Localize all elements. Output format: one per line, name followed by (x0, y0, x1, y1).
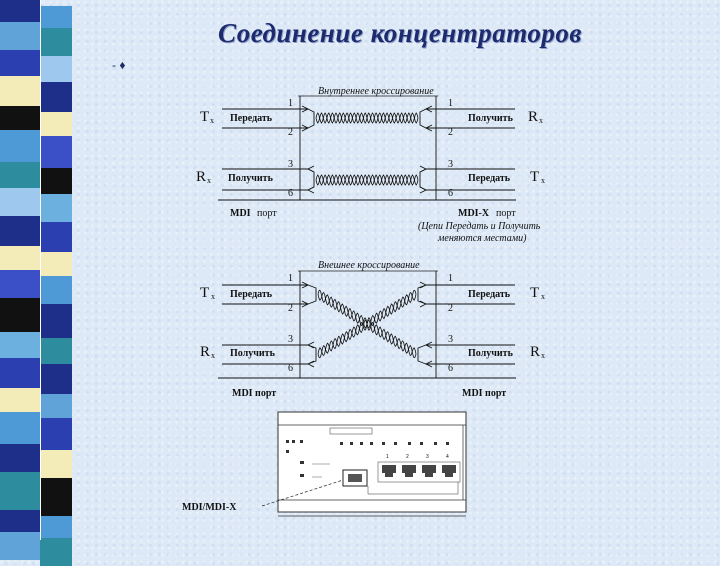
bottom-right-pin-1: 1 (448, 273, 453, 284)
top-left-tx-sub: x (210, 116, 214, 125)
bullet-marker: - ♦ (112, 58, 126, 72)
port-number-1: 1 (386, 454, 389, 460)
top-left-rx-label: Получить (228, 173, 274, 184)
bottom-right-pin-6: 6 (448, 363, 453, 374)
bottom-right-tx-sub: x (541, 292, 545, 301)
rj45-ports (377, 461, 461, 483)
top-left-pin-3: 3 (288, 159, 293, 170)
bottom-left-tx-symbol: T (200, 285, 209, 301)
top-right-tx-symbol: T (530, 169, 539, 185)
port-number-4: 4 (446, 454, 449, 460)
internal-crossover-diagram: Внутреннее кроссирование T x Передать R … (196, 86, 545, 244)
top-caption: Внутреннее кроссирование (318, 86, 434, 97)
bottom-right-port: MDI порт (462, 388, 506, 399)
top-right-tx-sub: x (541, 176, 545, 185)
top-right-port-bold: MDI-X (458, 208, 490, 219)
top-right-pin-3: 3 (448, 159, 453, 170)
bottom-right-tx-label: Передать (468, 289, 511, 300)
top-left-rx-symbol: R (196, 169, 206, 185)
bottom-left-port: MDI порт (232, 388, 276, 399)
bottom-right-rx-symbol: R (530, 344, 540, 360)
bottom-left-tx-sub: x (211, 292, 215, 301)
top-note-line2: меняются местами) (437, 233, 527, 244)
top-right-pin-2: 2 (448, 127, 453, 138)
bottom-left-rx-label: Получить (230, 348, 276, 359)
top-twisted-pairs (315, 112, 419, 186)
top-right-tx-label: Передать (468, 173, 511, 184)
external-crossover-diagram: Внешнее кроссирование T x Передать R x П… (200, 260, 545, 399)
bottom-right-rx-sub: x (541, 351, 545, 360)
bottom-left-rx-sub: x (211, 351, 215, 360)
port-number-3: 3 (426, 454, 429, 460)
top-right-pin-1: 1 (448, 98, 453, 109)
bottom-left-pin-1: 1 (288, 273, 293, 284)
top-left-port-bold: MDI (230, 208, 251, 219)
bottom-left-tx-label: Передать (230, 289, 273, 300)
bottom-right-pin-3: 3 (448, 334, 453, 345)
top-left-port-rest: порт (257, 208, 277, 219)
top-left-pin-2: 2 (288, 127, 293, 138)
bottom-left-pin-3: 3 (288, 334, 293, 345)
top-right-rx-sub: x (539, 116, 543, 125)
top-left-rx-sub: x (207, 176, 211, 185)
callout-mdi-mdix: MDI/MDI-X (182, 502, 237, 513)
bottom-twisted-pairs (317, 289, 417, 359)
top-right-pin-6: 6 (448, 188, 453, 199)
top-note-line1: (Цепи Передать и Получить (418, 221, 541, 232)
top-left-pin-6: 6 (288, 188, 293, 199)
bottom-left-pin-6: 6 (288, 363, 293, 374)
slide-title: Соединение концентраторов (218, 18, 582, 48)
hub-device-illustration: 1 2 3 4 MDI/MDI-X (182, 411, 467, 517)
wiring-diagram: Внутреннее кроссирование T x Передать R … (182, 86, 545, 517)
top-right-rx-symbol: R (528, 109, 538, 125)
top-left-tx-label: Передать (230, 113, 273, 124)
port-number-2: 2 (406, 454, 409, 460)
top-right-rx-label: Получить (468, 113, 514, 124)
bottom-caption: Внешнее кроссирование (318, 260, 420, 271)
top-left-tx-symbol: T (200, 109, 209, 125)
bottom-right-pin-2: 2 (448, 303, 453, 314)
bottom-left-rx-symbol: R (200, 344, 210, 360)
bottom-right-tx-symbol: T (530, 285, 539, 301)
bottom-left-pin-2: 2 (288, 303, 293, 314)
top-right-port-rest: порт (496, 208, 516, 219)
decorative-stripe (0, 0, 72, 566)
bottom-right-rx-label: Получить (468, 348, 514, 359)
top-left-pin-1: 1 (288, 98, 293, 109)
